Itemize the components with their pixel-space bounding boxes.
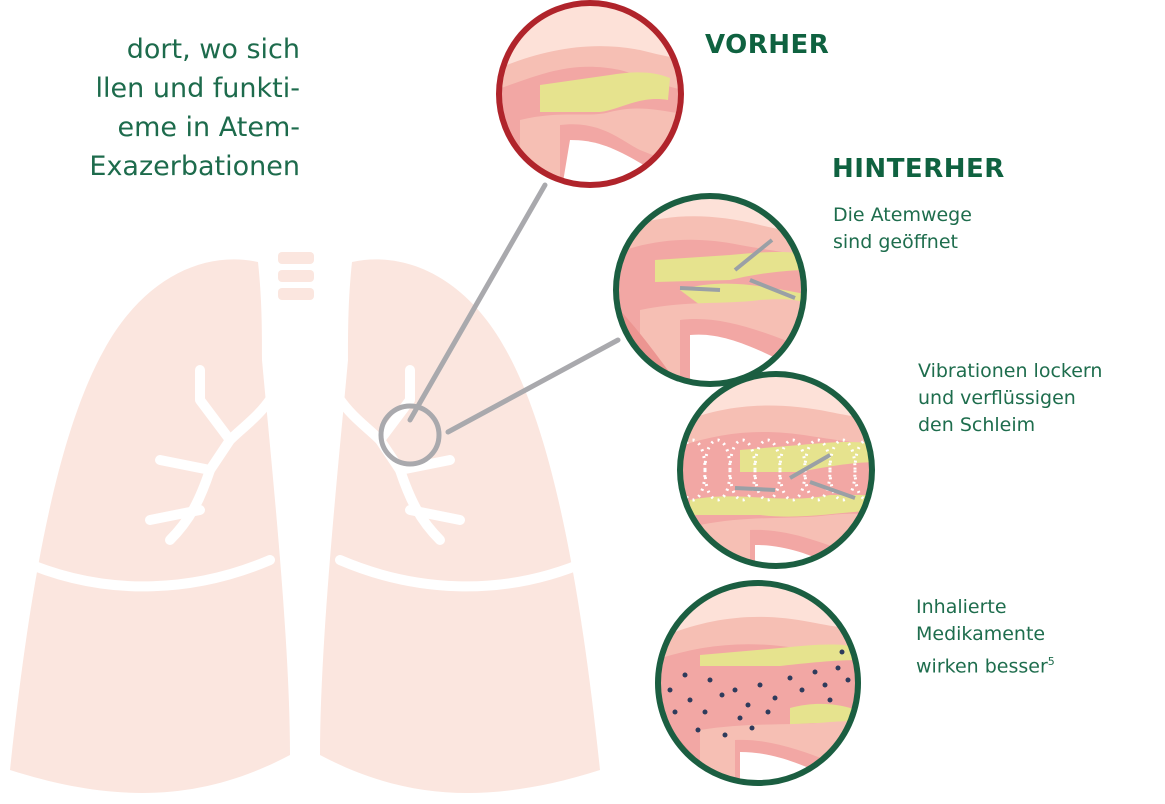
vibration-caption-line-1: Vibrationen lockern [918, 358, 1102, 385]
medication-caption: Inhalierte Medikamente wirken besser5 [916, 594, 1055, 680]
after-caption-line-2: sind geöffnet [833, 229, 972, 256]
medication-caption-line-2: Medikamente [916, 621, 1055, 648]
medication-caption-line-3: wirken besser5 [916, 648, 1055, 680]
vibration-caption-line-2: und verflüssigen [918, 385, 1102, 412]
vibration-caption: Vibrationen lockern und verflüssigen den… [918, 358, 1102, 439]
after-caption-line-1: Die Atemwege [833, 202, 972, 229]
airway-closeup-vibration [675, 374, 880, 580]
airway-closeup-before [495, 3, 690, 200]
medication-caption-line-1: Inhalierte [916, 594, 1055, 621]
medication-caption-line-3-text: wirken besser [916, 655, 1048, 677]
airway-closeup-after [610, 196, 810, 400]
arrow-icon [680, 288, 720, 290]
lungs-icon [10, 252, 600, 793]
after-caption: Die Atemwege sind geöffnet [833, 202, 972, 256]
arrow-icon [735, 488, 775, 490]
vibration-caption-line-3: den Schleim [918, 412, 1102, 439]
after-heading: HINTERHER [832, 154, 1005, 184]
medication-footnote: 5 [1048, 655, 1055, 668]
before-heading: VORHER [705, 30, 829, 60]
airway-closeup-medication [655, 583, 862, 790]
